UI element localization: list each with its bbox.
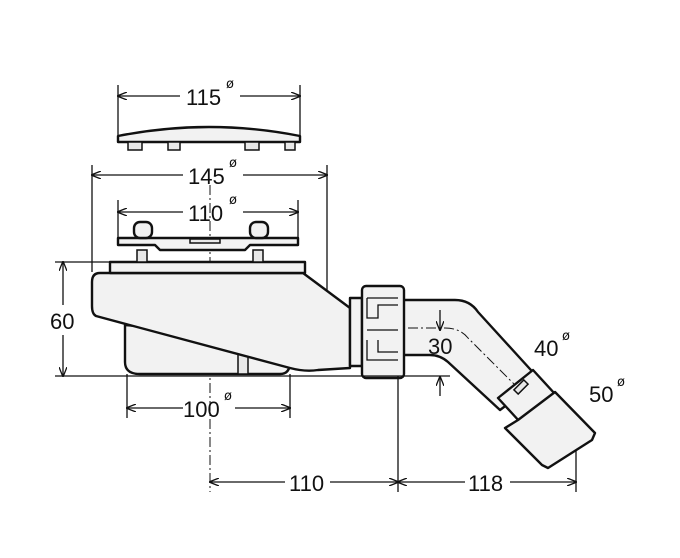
dimension-110-flange: 110 ø: [118, 193, 298, 226]
outlet-sleeve: [496, 368, 597, 470]
dim-60-label: 60: [50, 309, 74, 334]
dimension-118: 118: [398, 471, 576, 496]
diameter-symbol: ø: [229, 193, 237, 208]
drain-body: [90, 271, 352, 372]
dimension-115: 115 ø: [118, 77, 300, 110]
clamping-plate: [116, 236, 300, 263]
dimension-60: 60: [50, 262, 74, 376]
dimension-30: 30: [428, 310, 452, 396]
body-flange: [108, 260, 307, 275]
diameter-symbol: ø: [224, 389, 232, 404]
dim-145-label: 145: [188, 164, 225, 189]
dimension-100: 100 ø: [127, 389, 290, 422]
dim-118-label: 118: [468, 471, 503, 496]
diameter-symbol: ø: [562, 329, 570, 344]
dim-40-label: 40: [534, 336, 558, 361]
bolt-left: [132, 220, 154, 240]
dim-30-label: 30: [428, 334, 452, 359]
dim-110-flange-label: 110: [188, 201, 223, 226]
diameter-symbol: ø: [226, 77, 234, 92]
outlet-centerline: [390, 327, 571, 441]
dim-110-offset-label: 110: [289, 471, 324, 496]
dimension-40: 40 ø: [534, 329, 570, 361]
drain-cover: [116, 125, 302, 151]
bolt-right: [248, 220, 270, 240]
diameter-symbol: ø: [229, 156, 237, 171]
dim-50-label: 50: [589, 382, 613, 407]
dim-100-label: 100: [183, 397, 220, 422]
dimension-145: 145 ø: [92, 156, 327, 189]
dimension-50: 50 ø: [589, 375, 625, 407]
dimension-110-offset: 110: [210, 471, 398, 496]
union-nut: [348, 284, 406, 380]
dim-115-label: 115: [186, 85, 221, 110]
diameter-symbol: ø: [617, 375, 625, 390]
